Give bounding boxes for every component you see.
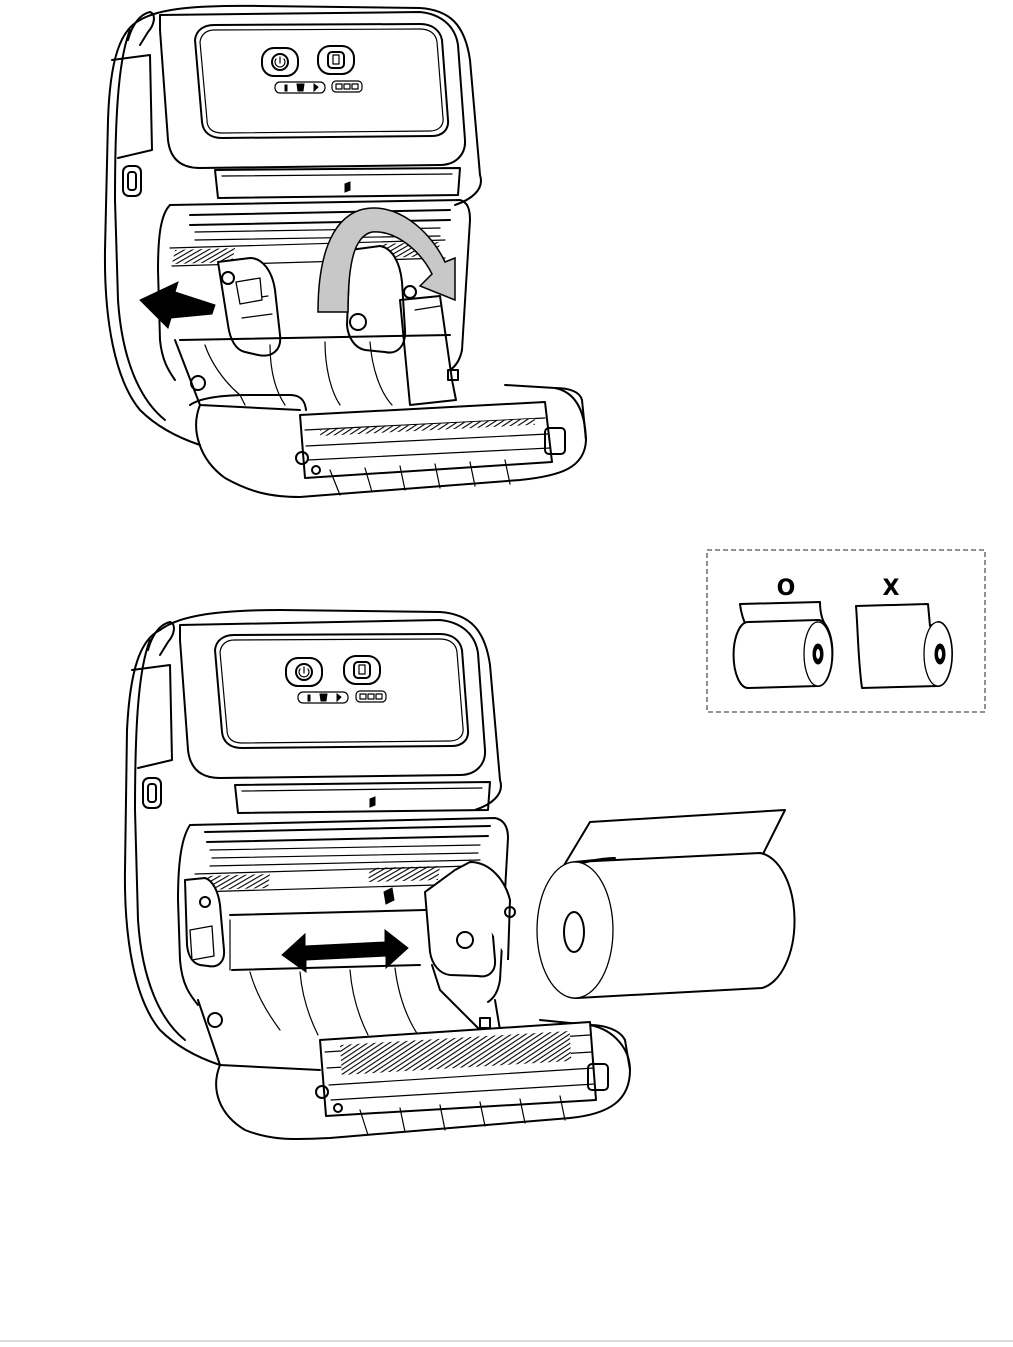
- power-button-icon: [286, 658, 322, 686]
- adjust-width-arrow: [282, 930, 408, 972]
- status-indicator-icons: [298, 691, 386, 703]
- step1-printer: [105, 6, 586, 497]
- correct-roll-orientation: O: [734, 576, 833, 688]
- status-indicator-icons: [275, 81, 362, 93]
- pull-left-arrow: [140, 282, 215, 328]
- incorrect-symbol: X: [883, 576, 900, 601]
- orientation-inset: O X: [707, 550, 985, 712]
- power-button-icon: [262, 48, 298, 76]
- feed-button-icon: [318, 46, 354, 74]
- paper-roll: [537, 810, 795, 998]
- correct-symbol: O: [777, 576, 796, 601]
- feed-button-icon: [344, 656, 380, 684]
- incorrect-roll-orientation: X: [856, 576, 952, 688]
